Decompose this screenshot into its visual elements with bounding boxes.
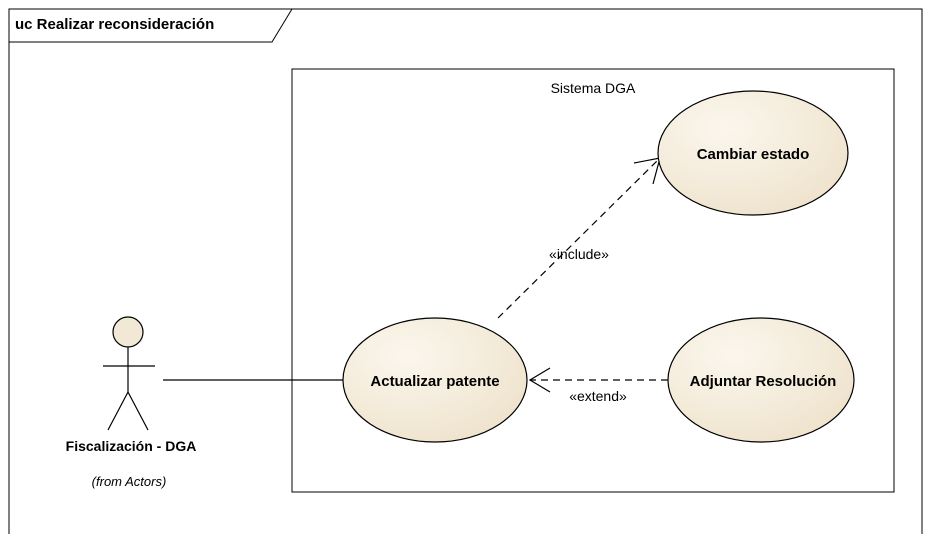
frame-border <box>8 8 923 534</box>
system-boundary: Sistema DGA <box>291 68 895 493</box>
extend-arrowhead <box>528 367 551 393</box>
extend-relation: «extend» <box>528 367 668 404</box>
system-name: Sistema DGA <box>551 80 636 96</box>
actor-left-leg <box>107 391 129 431</box>
use-case-actualizar-patente[interactable]: Actualizar patente <box>342 317 528 443</box>
diagram-frame: uc Realizar reconsideración <box>8 8 923 534</box>
use-case-ellipse <box>342 317 528 443</box>
frame-title-tab <box>9 8 293 43</box>
actor-head <box>112 316 144 348</box>
use-case-adjuntar-resolucion[interactable]: Adjuntar Resolución <box>667 317 855 443</box>
frame-title: uc Realizar reconsideración <box>15 16 214 33</box>
use-case-ellipse <box>657 90 849 216</box>
use-case-label: Cambiar estado <box>697 146 810 163</box>
actor-name: Fiscalización - DGA <box>66 438 197 454</box>
use-case-label: Actualizar patente <box>370 373 499 390</box>
system-boundary-box <box>291 68 895 493</box>
include-relation: «include» <box>497 157 661 319</box>
use-case-label: Adjuntar Resolución <box>690 373 837 390</box>
include-line <box>497 157 661 319</box>
actor[interactable]: Fiscalización - DGA (from Actors) <box>66 316 197 489</box>
extend-label: «extend» <box>569 388 627 404</box>
include-label: «include» <box>549 246 609 262</box>
use-case-ellipse <box>667 317 855 443</box>
actor-origin: (from Actors) <box>92 474 167 489</box>
use-case-cambiar-estado[interactable]: Cambiar estado <box>657 90 849 216</box>
actor-right-leg <box>127 391 149 431</box>
